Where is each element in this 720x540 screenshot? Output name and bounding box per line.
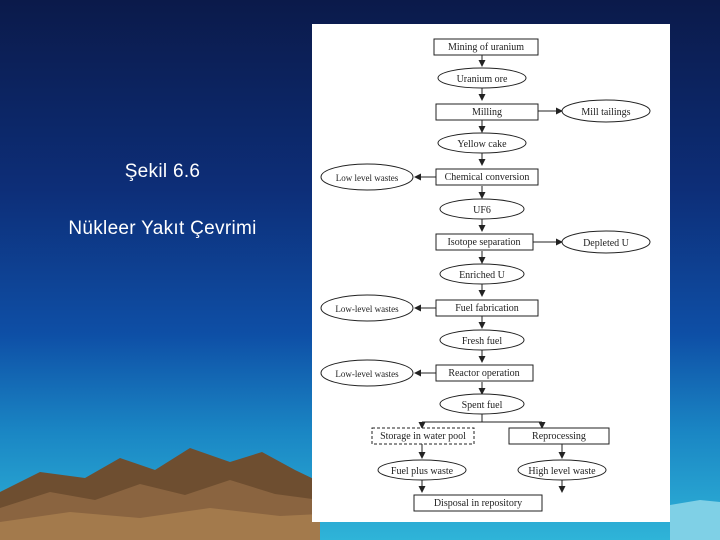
step-disposal-repository: Disposal in repository [434, 498, 522, 509]
step-fuel-fabrication: Fuel fabrication [455, 303, 519, 314]
step-uranium-ore: Uranium ore [457, 74, 508, 85]
step-reactor-operation: Reactor operation [448, 368, 519, 379]
step-mining: Mining of uranium [448, 42, 524, 53]
step-storage-water-pool: Storage in water pool [380, 431, 466, 442]
step-uf6: UF6 [473, 205, 491, 216]
step-enriched-u: Enriched U [459, 270, 506, 281]
step-fresh-fuel: Fresh fuel [462, 336, 502, 347]
output-low-level-wastes-3: Low-level wastes [335, 369, 399, 379]
output-depleted-u: Depleted U [583, 238, 630, 249]
step-yellow-cake: Yellow cake [457, 139, 507, 150]
flowchart: Mining of uranium Uranium ore Milling Ye… [320, 38, 651, 512]
step-isotope-separation: Isotope separation [447, 237, 520, 248]
output-fuel-plus-waste: Fuel plus waste [391, 466, 454, 477]
step-chemical-conversion: Chemical conversion [445, 172, 530, 183]
output-high-level-waste: High level waste [528, 466, 596, 477]
step-spent-fuel: Spent fuel [462, 400, 503, 411]
step-milling: Milling [472, 107, 502, 118]
figure-number: Şekil 6.6 [124, 161, 201, 182]
fuel-cycle-diagram: Mining of uranium Uranium ore Milling Ye… [312, 24, 670, 522]
output-low-level-wastes-2: Low-level wastes [335, 304, 399, 314]
figure-title: Nükleer Yakıt Çevrimi [68, 218, 257, 239]
step-reprocessing: Reprocessing [532, 431, 586, 442]
output-mill-tailings: Mill tailings [581, 107, 630, 118]
output-low-level-wastes-1: Low level wastes [336, 173, 399, 183]
